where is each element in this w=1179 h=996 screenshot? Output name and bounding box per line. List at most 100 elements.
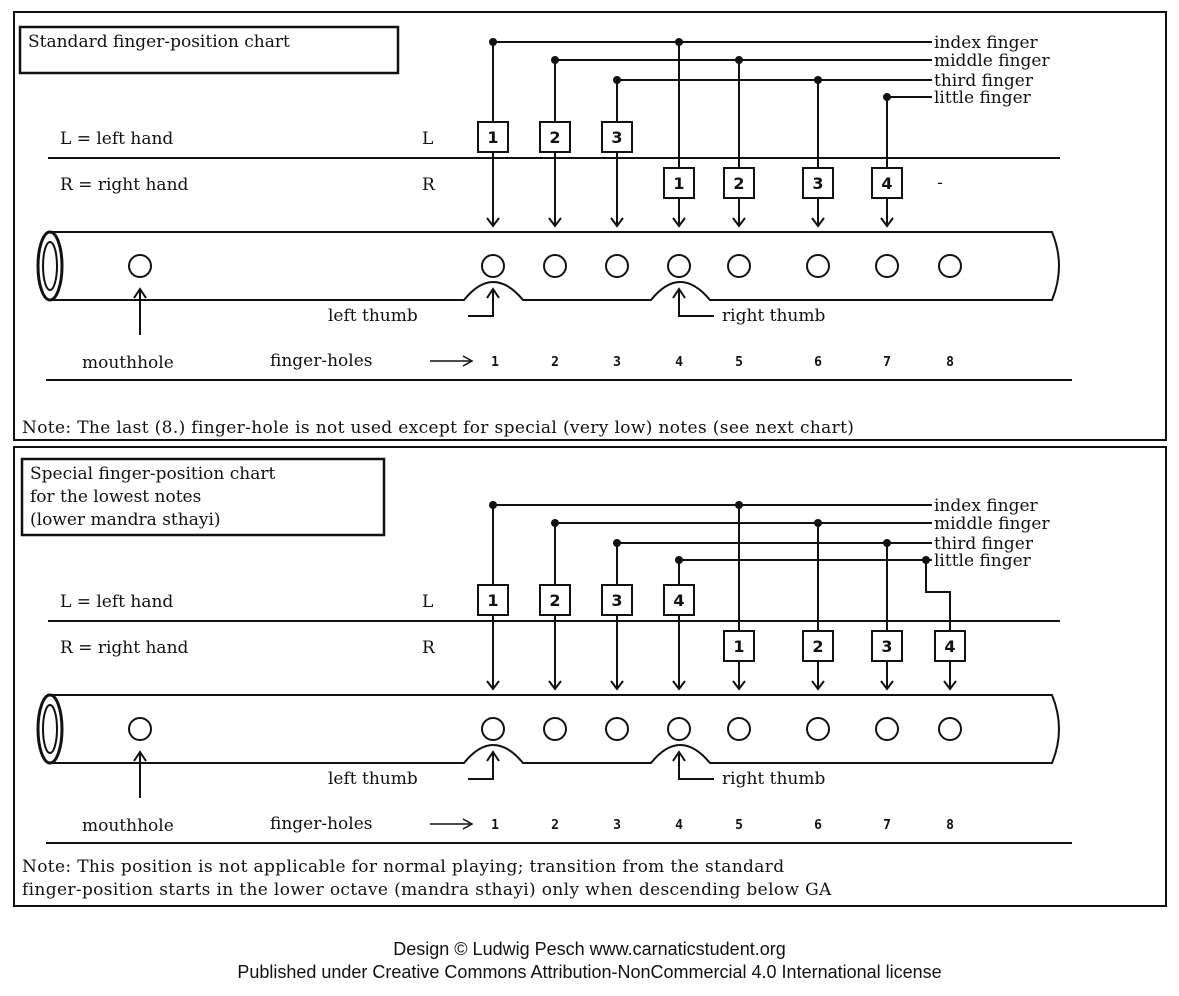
finger-hole-2 <box>543 717 567 741</box>
arrow-down-icon <box>486 217 500 228</box>
right-thumb-label: right thumb <box>722 306 825 326</box>
finger-hole-2 <box>543 254 567 278</box>
arrow-down-icon <box>672 680 686 691</box>
finger-hole-7 <box>875 717 899 741</box>
finger-label: little finger <box>934 551 1032 571</box>
legend-right-hand: R = right hand <box>60 175 189 195</box>
hole-number: 4 <box>675 818 683 833</box>
flute-body <box>52 694 1060 764</box>
finger-hole-4 <box>667 717 691 741</box>
right-thumb-arrow <box>678 290 714 317</box>
arrow-down-icon <box>548 217 562 228</box>
finger-number: 3 <box>611 591 622 610</box>
finger-number: 1 <box>487 591 498 610</box>
mouthhole-circle <box>128 254 152 278</box>
hole-number: 3 <box>613 355 621 370</box>
finger-hole-5 <box>727 254 751 278</box>
finger-hole-4 <box>667 254 691 278</box>
arrow-down-icon <box>880 217 894 228</box>
finger-box-right <box>871 630 903 662</box>
arrow-up-icon <box>672 287 686 299</box>
finger-box-right <box>802 630 834 662</box>
finger-label: third finger <box>934 534 1034 554</box>
finger-hole-6 <box>806 717 830 741</box>
footer-license: Published under Creative Commons Attribu… <box>237 962 942 982</box>
hole-number: 7 <box>883 818 891 833</box>
left-thumb-arrow <box>468 290 494 317</box>
finger-number: 2 <box>549 128 560 147</box>
hole-number: 4 <box>675 355 683 370</box>
left-thumb-label: left thumb <box>328 769 418 789</box>
arrow-down-icon <box>811 680 825 691</box>
finger-number: 1 <box>673 174 684 193</box>
finger-number: 2 <box>812 637 823 656</box>
flute-body <box>52 231 1060 301</box>
finger-number: 2 <box>733 174 744 193</box>
arrow-up-icon <box>133 750 147 762</box>
flute-end-inner <box>42 241 58 291</box>
finger-hole-8 <box>938 717 962 741</box>
finger-box-left <box>601 584 633 616</box>
finger-number: 4 <box>673 591 684 610</box>
finger-label: third finger <box>934 71 1034 91</box>
arrow-down-icon <box>672 217 686 228</box>
arrow-right-icon <box>462 818 474 830</box>
title-box <box>20 457 386 537</box>
finger-box-left <box>601 121 633 153</box>
panel-frame <box>13 11 1167 441</box>
arrow-up-icon <box>486 287 500 299</box>
unused-hole-marker: - <box>937 173 943 193</box>
finger-hole-7 <box>875 254 899 278</box>
finger-label: index finger <box>934 33 1039 53</box>
left-thumb-label: left thumb <box>328 306 418 326</box>
finger-number: 4 <box>944 637 955 656</box>
finger-box-right <box>934 630 966 662</box>
arrow-right-icon <box>462 355 474 367</box>
finger-hole-3 <box>605 717 629 741</box>
right-thumb-label: right thumb <box>722 769 825 789</box>
row-marker-left: L <box>422 129 433 149</box>
hole-number: 1 <box>491 355 499 370</box>
arrow-down-icon <box>732 217 746 228</box>
arrow-down-icon <box>486 680 500 691</box>
chart-title-line: Special finger-position chart <box>30 464 275 484</box>
finger-number: 4 <box>881 174 892 193</box>
finger-hole-6 <box>806 254 830 278</box>
finger-hole-8 <box>938 254 962 278</box>
finger-label: middle finger <box>934 514 1050 534</box>
hole-number: 3 <box>613 818 621 833</box>
hole-number: 5 <box>735 818 743 833</box>
panel-special: Special finger-position chart for the low… <box>13 446 1167 907</box>
chart-title-line: for the lowest notes <box>30 487 201 507</box>
arrow-down-icon <box>943 680 957 691</box>
arrow-up-icon <box>133 287 147 299</box>
hole-number: 6 <box>814 355 822 370</box>
arrow-down-icon <box>610 217 624 228</box>
finger-box-right <box>663 167 695 199</box>
finger-number: 3 <box>812 174 823 193</box>
hole-number: 5 <box>735 355 743 370</box>
note-text: Note: This position is not applicable fo… <box>22 857 785 877</box>
right-thumb-arrow <box>678 753 714 780</box>
panel-frame <box>13 446 1167 907</box>
finger-number: 1 <box>487 128 498 147</box>
flute-end-inner <box>42 704 58 754</box>
arrow-down-icon <box>610 680 624 691</box>
finger-hole-5 <box>727 717 751 741</box>
hole-number: 6 <box>814 818 822 833</box>
row-marker-right: R <box>422 175 436 195</box>
finger-label: middle finger <box>934 51 1050 71</box>
legend-right-hand: R = right hand <box>60 638 189 658</box>
legend-left-hand: L = left hand <box>60 592 173 612</box>
arrow-down-icon <box>880 680 894 691</box>
hole-number: 8 <box>946 818 954 833</box>
finger-holes-label: finger-holes <box>270 351 373 371</box>
finger-hole-1 <box>481 717 505 741</box>
title-box <box>18 25 400 75</box>
finger-number: 3 <box>881 637 892 656</box>
finger-label: little finger <box>934 88 1032 108</box>
arrow-down-icon <box>548 680 562 691</box>
mouthhole-label: mouthhole <box>82 816 174 836</box>
finger-holes-label: finger-holes <box>270 814 373 834</box>
